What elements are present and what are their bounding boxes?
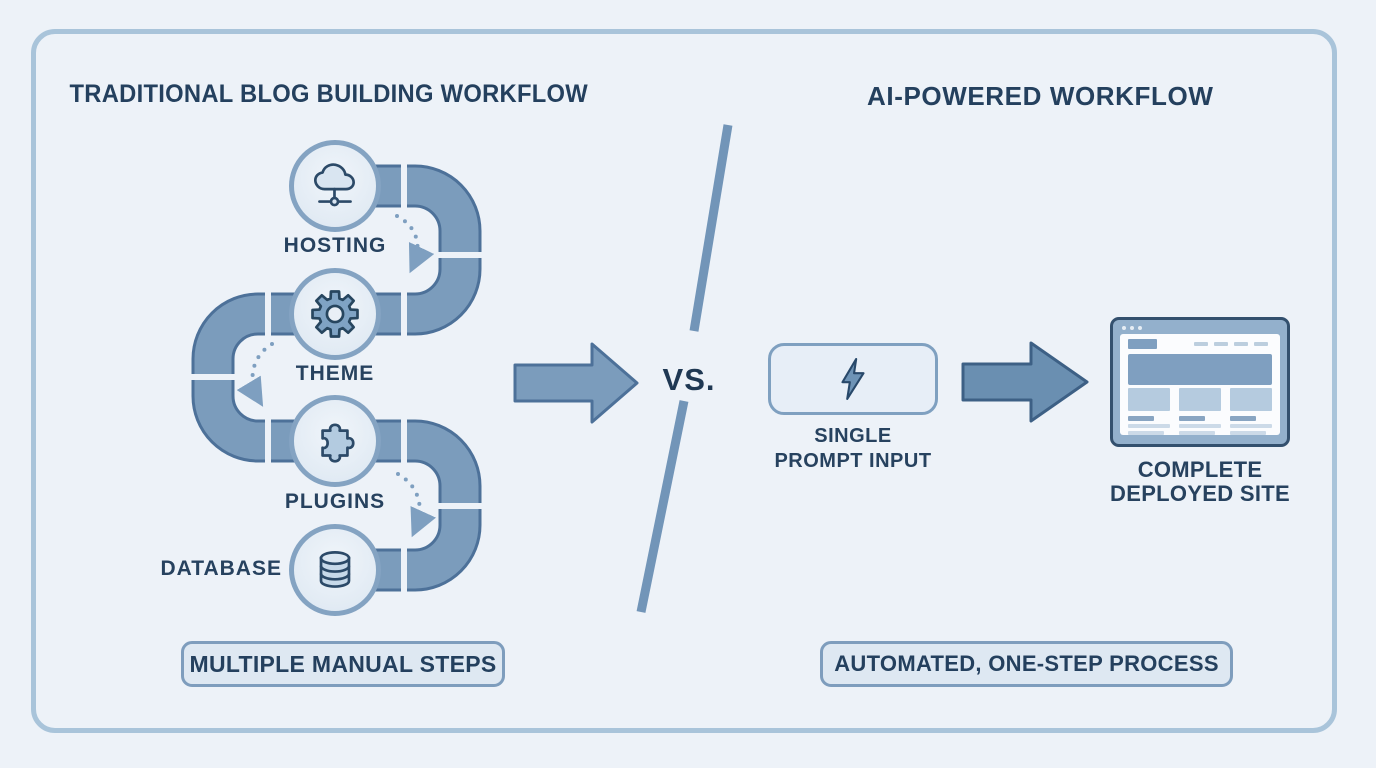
card-image-block (1179, 388, 1221, 411)
deployed-site-label: COMPLETE DEPLOYED SITE (1100, 458, 1300, 506)
card-text-line (1128, 431, 1164, 435)
gear-icon (311, 290, 359, 338)
vs-label: VS. (662, 362, 716, 397)
browser-content (1120, 334, 1280, 435)
card-title-line (1179, 416, 1205, 421)
right-title: AI-POWERED WORKFLOW (867, 81, 1214, 111)
database-label: DATABASE (160, 557, 282, 580)
hosting-step-circle (289, 140, 381, 232)
step-arrow-plugins-to-database (396, 472, 437, 538)
prompt-label-line1: SINGLE (814, 425, 892, 447)
step-arrow-theme-to-plugins (236, 342, 274, 407)
divider-line-top (689, 124, 733, 332)
site-label-line1: COMPLETE (1137, 457, 1263, 482)
site-logo-block (1128, 339, 1157, 349)
database-step-circle (289, 524, 381, 616)
card-text-line (1128, 424, 1170, 428)
card-title-line (1128, 416, 1154, 421)
hosting-label: HOSTING (283, 234, 387, 257)
divider-line-bottom (636, 400, 689, 613)
left-summary-badge: MULTIPLE MANUAL STEPS (181, 641, 505, 687)
prompt-label-line2: PROMPT INPUT (774, 450, 932, 472)
site-card (1179, 388, 1221, 436)
theme-step-circle (289, 268, 381, 360)
site-card (1230, 388, 1272, 436)
database-cylinder-icon (319, 551, 351, 588)
nav-link-block (1214, 342, 1228, 346)
plugins-step-circle (289, 395, 381, 487)
card-text-line (1179, 431, 1215, 435)
card-text-line (1230, 424, 1272, 428)
prompt-box (768, 343, 938, 415)
hero-banner-block (1128, 354, 1272, 385)
browser-dot-icon (1130, 326, 1134, 330)
puzzle-piece-icon (321, 423, 355, 463)
site-card (1128, 388, 1170, 436)
cloud-network-icon (313, 163, 355, 207)
right-summary-badge: AUTOMATED, ONE-STEP PROCESS (820, 641, 1233, 687)
panel-border (31, 29, 1337, 733)
workflow-pipes (191, 164, 482, 592)
plugins-label: PLUGINS (284, 490, 386, 513)
theme-label: THEME (295, 362, 375, 385)
ai-flow-arrow (961, 341, 1089, 423)
nav-link-block (1194, 342, 1208, 346)
browser-window (1110, 317, 1290, 447)
lightning-bolt-icon (841, 358, 865, 400)
browser-dot-icon (1138, 326, 1142, 330)
site-label-line2: DEPLOYED SITE (1110, 481, 1290, 506)
browser-dot-icon (1122, 326, 1126, 330)
nav-link-block (1234, 342, 1248, 346)
card-image-block (1230, 388, 1272, 411)
prompt-input-label: SINGLE PROMPT INPUT (753, 424, 953, 474)
card-text-line (1230, 431, 1266, 435)
pipe-gaps (189, 162, 484, 594)
card-title-line (1230, 416, 1256, 421)
nav-link-block (1254, 342, 1268, 346)
card-image-block (1128, 388, 1170, 411)
comparison-arrow (513, 342, 639, 424)
step-arrow-hosting-to-theme (395, 214, 435, 274)
left-title: TRADITIONAL BLOG BUILDING WORKFLOW (69, 80, 589, 108)
card-text-line (1179, 424, 1221, 428)
